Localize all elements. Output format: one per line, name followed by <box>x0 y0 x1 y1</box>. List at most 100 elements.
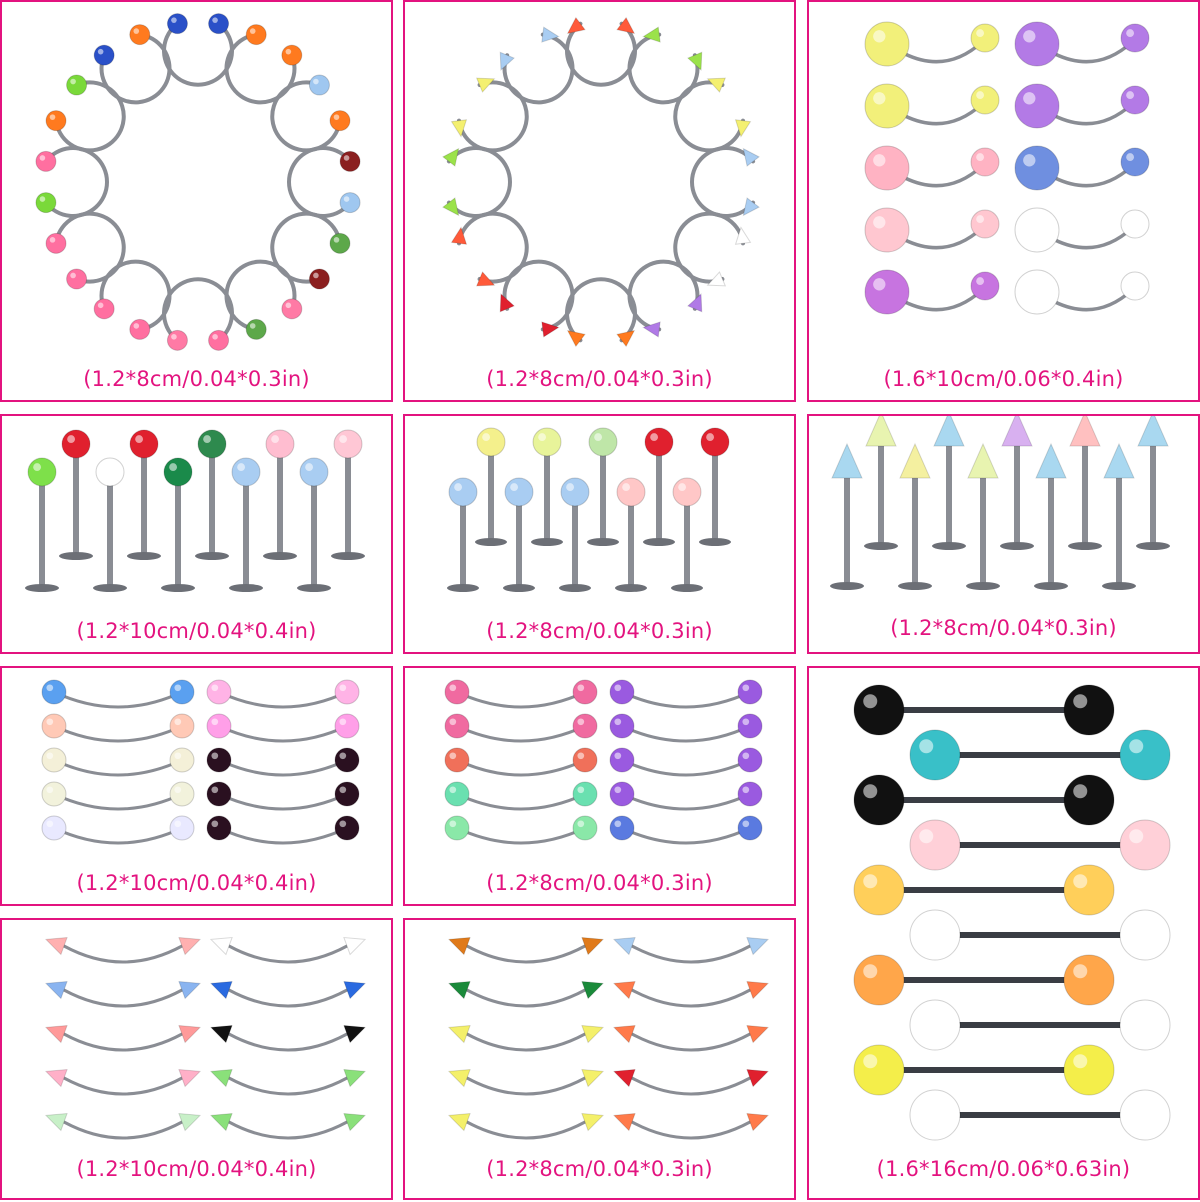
bead <box>1120 147 1150 177</box>
spike-tip <box>209 1112 233 1132</box>
steel-bar <box>935 1022 1145 1028</box>
bead-highlight <box>211 820 219 828</box>
steel-post <box>516 492 522 588</box>
flat-back-disc <box>59 552 93 560</box>
bead-highlight <box>577 820 585 828</box>
bead <box>609 679 635 705</box>
bead <box>265 429 295 459</box>
spike-tip <box>746 936 770 956</box>
bead-highlight <box>873 92 886 105</box>
steel-bar <box>879 887 1089 893</box>
product-panel-7: (1.2*10cm/0.04*0.4in) <box>0 666 393 906</box>
bead-highlight <box>742 752 750 760</box>
bead <box>1119 999 1171 1051</box>
straight-barbells-illustration <box>853 684 1171 1141</box>
steel-bar <box>62 1120 184 1140</box>
spike-tip <box>178 1068 202 1088</box>
steel-bar <box>627 32 700 105</box>
spike-tip <box>746 1112 770 1132</box>
steel-bar <box>630 988 752 1008</box>
steel-bar <box>1053 226 1134 250</box>
bead-highlight <box>135 435 144 444</box>
spike-tip <box>1035 442 1067 479</box>
steel-bar <box>52 826 184 845</box>
curved-ball-bars-illustration <box>444 679 763 845</box>
bead-highlight <box>97 302 104 309</box>
bead <box>245 318 267 340</box>
bead-highlight <box>133 28 140 34</box>
bead <box>281 44 303 66</box>
bead-highlight <box>171 17 177 23</box>
spike-tip <box>831 442 863 479</box>
steel-bar <box>465 1120 587 1140</box>
bead-highlight <box>174 752 182 760</box>
bead-highlight <box>313 272 319 279</box>
bead <box>93 298 115 320</box>
bead-highlight <box>976 215 985 224</box>
bead <box>129 429 159 459</box>
flat-back-disc <box>263 552 297 560</box>
bead-highlight <box>742 820 750 828</box>
bead-highlight <box>285 302 292 309</box>
bead-highlight <box>249 28 256 34</box>
bead <box>299 457 329 487</box>
bead-highlight <box>873 216 886 229</box>
bead-highlight <box>1023 30 1036 43</box>
spike-tip <box>581 980 605 1000</box>
flat-back-disc <box>1102 582 1136 590</box>
spike-tip <box>612 1024 636 1044</box>
spike-tip <box>1137 416 1169 447</box>
steel-post <box>488 442 494 542</box>
flat-back-disc <box>93 584 127 592</box>
bead-highlight <box>742 684 750 692</box>
navel-rings-illustration <box>864 21 1150 315</box>
bead <box>1014 21 1060 67</box>
flat-back-disc <box>127 552 161 560</box>
steel-bar <box>502 32 575 105</box>
steel-post <box>209 444 215 556</box>
product-panel-10: (1.2*10cm/0.04*0.4in) <box>0 918 393 1200</box>
size-caption: (1.2*8cm/0.04*0.3in) <box>486 1157 713 1181</box>
bead-highlight <box>97 48 104 55</box>
flat-back-disc <box>331 552 365 560</box>
steel-bar <box>287 146 353 218</box>
bead-highlight <box>976 277 985 286</box>
bead <box>35 192 57 214</box>
bead <box>444 747 470 773</box>
bead <box>532 427 562 457</box>
flat-back-disc <box>966 582 1000 590</box>
steel-bar <box>227 1120 349 1140</box>
steel-bar <box>465 1032 587 1052</box>
bead <box>339 150 361 172</box>
steel-bar <box>903 164 984 188</box>
spike-tip <box>566 16 586 35</box>
flat-back-disc <box>932 542 966 550</box>
bead <box>1014 145 1060 191</box>
bead <box>1063 684 1115 736</box>
steel-post <box>311 472 317 588</box>
steel-bar <box>270 211 342 284</box>
steel-post <box>844 478 850 586</box>
spike-tip <box>44 1068 68 1088</box>
bead <box>339 192 361 214</box>
flat-back-disc <box>229 584 263 592</box>
steel-post <box>175 472 181 588</box>
bead-highlight <box>174 718 182 726</box>
spike-tip <box>687 51 703 72</box>
bead <box>93 44 115 66</box>
bead-highlight <box>650 433 659 442</box>
bead-highlight <box>449 684 457 692</box>
spike-tip <box>442 147 460 167</box>
steel-bar <box>935 1112 1145 1118</box>
bead <box>616 477 646 507</box>
size-caption: (1.2*8cm/0.04*0.3in) <box>83 367 310 391</box>
flat-back-disc <box>671 584 703 592</box>
spike-tip <box>447 936 471 956</box>
bead <box>572 747 598 773</box>
spike-tip <box>1069 416 1101 447</box>
steel-post <box>912 478 918 586</box>
bead <box>206 679 232 705</box>
bead <box>609 747 635 773</box>
bead <box>909 999 961 1051</box>
bead-highlight <box>976 29 985 38</box>
